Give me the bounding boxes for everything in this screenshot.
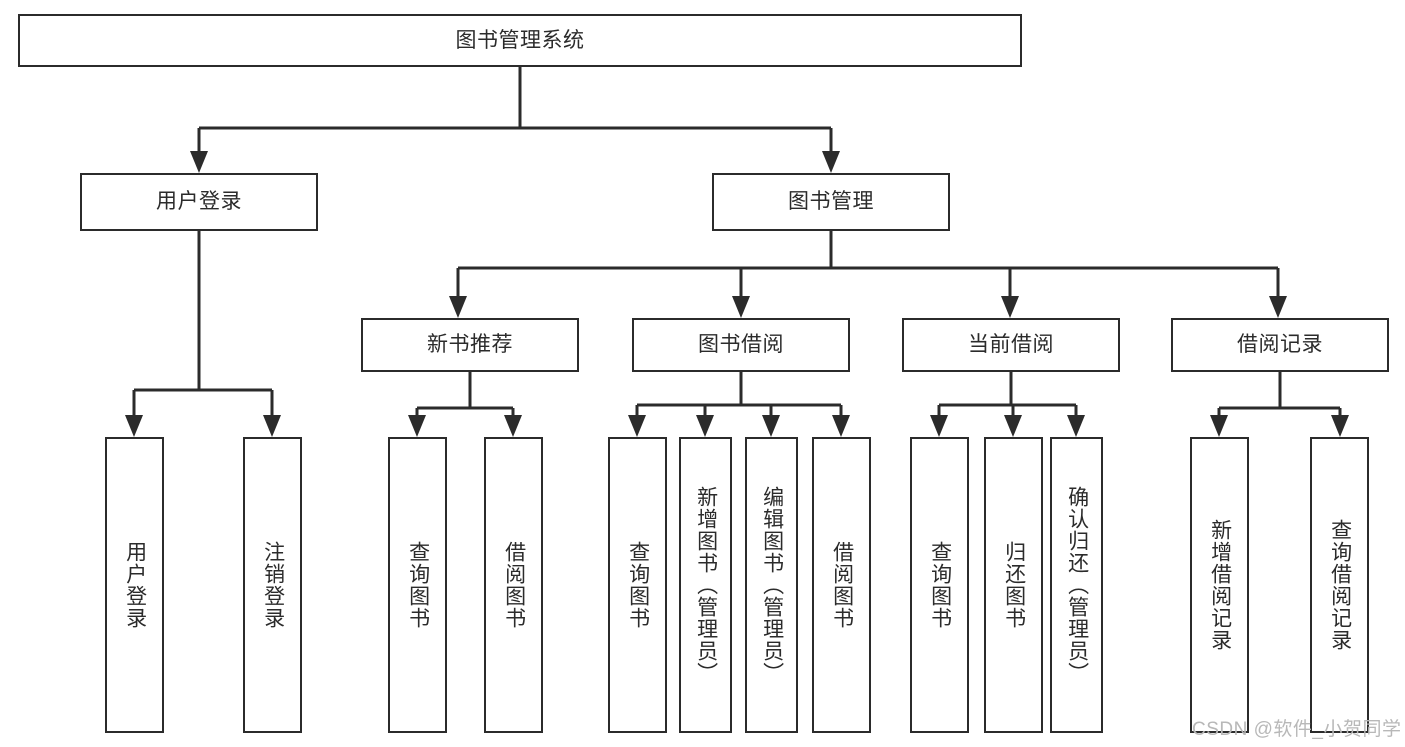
newrec-bus-arrowhead-0 [408, 415, 426, 437]
borrow-bus-arrowhead-1 [696, 415, 714, 437]
node-label-leaf-add-record: 新增借阅记录 [1208, 519, 1232, 651]
watermark-text: CSDN @软件_小贺同学 [1192, 719, 1402, 740]
node-leaf-query-book-1[interactable]: 查询图书 [388, 437, 447, 733]
node-label-leaf-borrow-book-2: 借阅图书 [830, 541, 854, 629]
node-label-leaf-edit-book: 编辑图书（管理员） [760, 486, 784, 684]
node-current[interactable]: 当前借阅 [902, 318, 1120, 372]
node-label-leaf-return-book: 归还图书 [1002, 541, 1026, 629]
node-label-leaf-query-book-3: 查询图书 [928, 541, 952, 629]
records-bus-arrowhead-0 [1210, 415, 1228, 437]
node-leaf-borrow-book-1[interactable]: 借阅图书 [484, 437, 543, 733]
root-bus-arrowhead-1 [822, 151, 840, 173]
node-borrow[interactable]: 图书借阅 [632, 318, 850, 372]
node-label-leaf-borrow-book-1: 借阅图书 [502, 541, 526, 629]
node-label-leaf-query-record: 查询借阅记录 [1328, 519, 1352, 651]
node-label-borrow: 图书借阅 [698, 333, 784, 357]
node-leaf-edit-book[interactable]: 编辑图书（管理员） [745, 437, 798, 733]
node-label-login: 用户登录 [156, 190, 242, 214]
root-bus-arrowhead-0 [190, 151, 208, 173]
node-label-leaf-query-book-1: 查询图书 [406, 541, 430, 629]
node-leaf-user-login[interactable]: 用户登录 [105, 437, 164, 733]
node-leaf-borrow-book-2[interactable]: 借阅图书 [812, 437, 871, 733]
node-root[interactable]: 图书管理系统 [18, 14, 1022, 67]
node-leaf-confirm-ret[interactable]: 确认归还（管理员） [1050, 437, 1103, 733]
records-bus-arrowhead-1 [1331, 415, 1349, 437]
node-label-bookmgmt: 图书管理 [788, 190, 874, 214]
node-label-leaf-confirm-ret: 确认归还（管理员） [1065, 486, 1089, 684]
newrec-bus-arrowhead-1 [504, 415, 522, 437]
node-leaf-query-book-2[interactable]: 查询图书 [608, 437, 667, 733]
node-label-leaf-query-book-2: 查询图书 [626, 541, 650, 629]
borrow-bus-arrowhead-2 [762, 415, 780, 437]
login-bus-arrowhead-1 [263, 415, 281, 437]
node-login[interactable]: 用户登录 [80, 173, 318, 231]
node-label-newrec: 新书推荐 [427, 333, 513, 357]
current-bus-arrowhead-0 [930, 415, 948, 437]
node-leaf-add-record[interactable]: 新增借阅记录 [1190, 437, 1249, 733]
node-label-root: 图书管理系统 [455, 28, 585, 52]
bookmgmt-bus-arrowhead-3 [1269, 296, 1287, 318]
current-bus-arrowhead-2 [1067, 415, 1085, 437]
borrow-bus-arrowhead-0 [628, 415, 646, 437]
login-bus-arrowhead-0 [125, 415, 143, 437]
borrow-bus-arrowhead-3 [832, 415, 850, 437]
node-leaf-query-record[interactable]: 查询借阅记录 [1310, 437, 1369, 733]
node-label-records: 借阅记录 [1237, 333, 1323, 357]
node-leaf-return-book[interactable]: 归还图书 [984, 437, 1043, 733]
bookmgmt-bus-arrowhead-2 [1001, 296, 1019, 318]
node-records[interactable]: 借阅记录 [1171, 318, 1389, 372]
node-leaf-add-book[interactable]: 新增图书（管理员） [679, 437, 732, 733]
node-newrec[interactable]: 新书推荐 [361, 318, 579, 372]
bookmgmt-bus-arrowhead-1 [732, 296, 750, 318]
current-bus-arrowhead-1 [1004, 415, 1022, 437]
node-label-leaf-user-logout: 注销登录 [261, 541, 285, 629]
node-leaf-user-logout[interactable]: 注销登录 [243, 437, 302, 733]
bookmgmt-bus-arrowhead-0 [449, 296, 467, 318]
node-label-leaf-add-book: 新增图书（管理员） [694, 486, 718, 684]
node-label-current: 当前借阅 [968, 333, 1054, 357]
node-leaf-query-book-3[interactable]: 查询图书 [910, 437, 969, 733]
node-label-leaf-user-login: 用户登录 [123, 541, 147, 629]
node-bookmgmt[interactable]: 图书管理 [712, 173, 950, 231]
